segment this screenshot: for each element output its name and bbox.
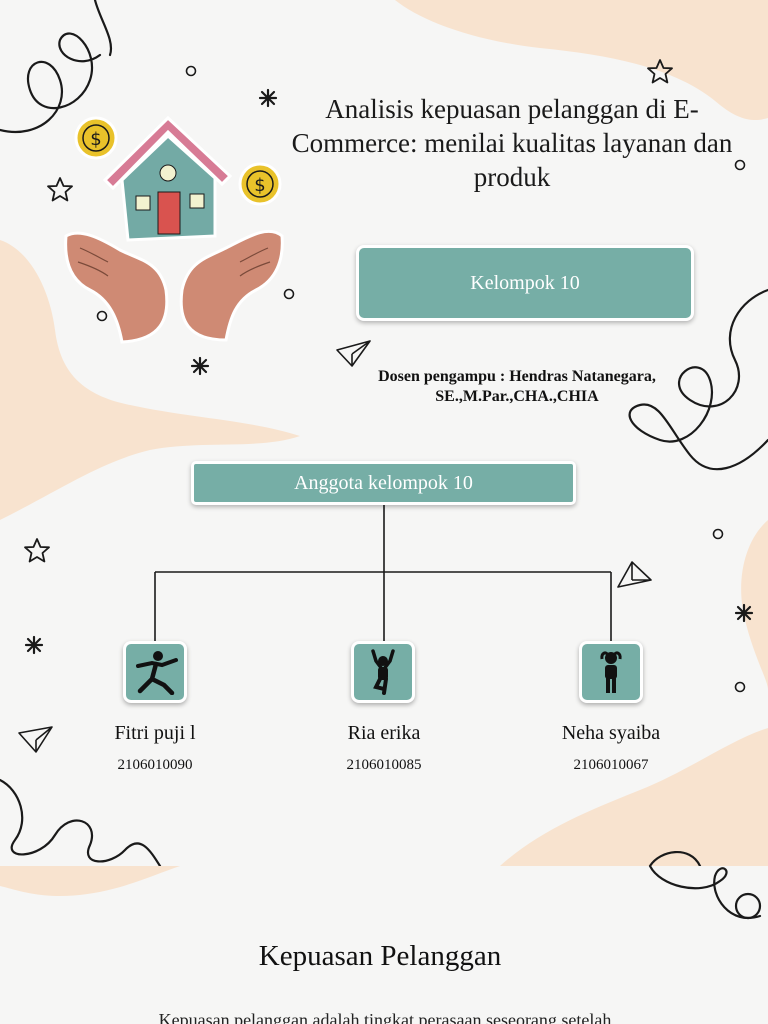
content-slide: Kepuasan Pelanggan Kepuasan pelanggan ad… [0,866,768,1024]
member-3-name: Neha syaiba [561,722,661,744]
background-decoration-2 [0,866,762,920]
section-text: Kepuasan pelanggan adalah tingkat perasa… [158,1010,612,1024]
member-3-avatar [579,641,643,703]
org-connectors [154,505,612,643]
squiggle-top-left [0,32,102,133]
svg-text:$: $ [90,129,101,150]
group-label-box: Kelompok 10 [356,245,694,321]
person-stretching-icon [371,649,395,695]
person-standing-icon [600,651,622,693]
svg-text:$: $ [254,175,265,196]
member-2-name: Ria erika [347,722,421,744]
paper-plane-1 [336,340,371,367]
title-slide: $ $ [0,0,768,866]
members-label-box: Anggota kelompok 10 [191,461,576,505]
paper-plane-2 [617,561,652,588]
peach-blob-bottom-right [500,728,768,866]
presentation-title: Analisis kepuasan pelanggan di E-Commerc… [291,94,733,192]
section-title: Kepuasan Pelanggan [258,940,502,972]
peach-blob-left [0,240,300,520]
member-1-id: 2106010090 [117,757,193,773]
lecturer-text: Dosen pengampu : Hendras Natanegara, SE.… [378,368,656,405]
member-3-id: 2106010067 [573,757,649,773]
peach-blob-right [741,520,768,690]
squiggle-bottom-right [648,850,702,866]
squiggle-bottom-left [0,778,162,866]
member-1-name: Fitri puji l [114,722,196,744]
member-2-avatar [351,641,415,703]
squiggle-top-left-2 [93,0,113,57]
squiggle-right [628,288,768,471]
paper-plane-3 [18,726,53,753]
member-1-avatar [123,641,187,703]
house-in-hands-illustration: $ $ [64,115,284,344]
member-2-id: 2106010085 [346,757,422,773]
background-decoration: $ $ [0,0,768,866]
peach-blob-top-right [395,0,768,121]
person-dancing-icon [136,651,178,695]
